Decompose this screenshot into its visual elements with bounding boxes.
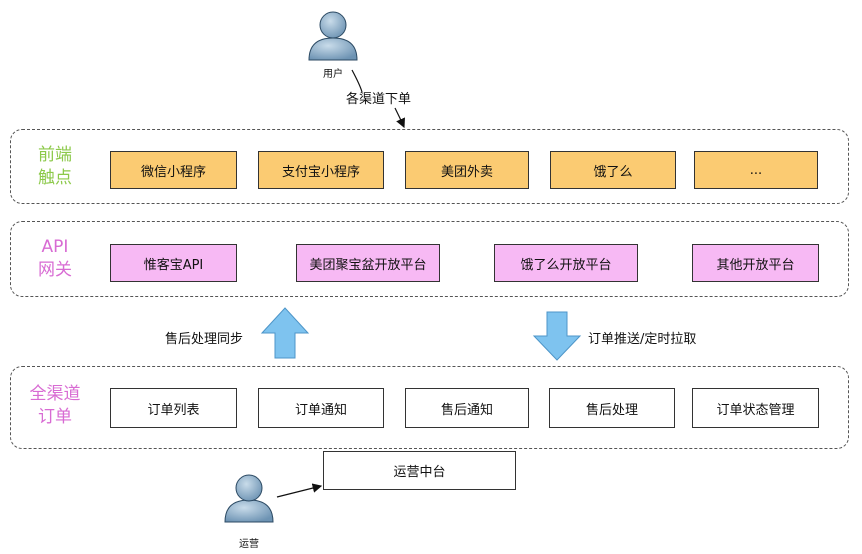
order-label-line1: 全渠道 <box>29 384 81 404</box>
order-label-line2: 订单 <box>38 407 72 427</box>
order-item-notice: 订单通知 <box>258 388 384 428</box>
gateway-label-line1: API <box>41 237 69 257</box>
gateway-item-eleme: 饿了么开放平台 <box>494 244 638 282</box>
frontend-label-line1: 前端 <box>38 145 72 165</box>
order-item-aftersale-handling: 售后处理 <box>549 388 675 428</box>
gateway-item-others: 其他开放平台 <box>692 244 819 282</box>
frontend-label-line2: 触点 <box>38 168 72 188</box>
user-flow-arrow <box>351 69 404 127</box>
gateway-label-line2: 网关 <box>38 260 72 280</box>
order-item-aftersale-notice: 售后通知 <box>405 388 529 428</box>
order-layer: 全渠道 订单 <box>10 366 849 449</box>
gateway-item-meituan: 美团聚宝盆开放平台 <box>296 244 440 282</box>
frontend-layer: 前端 触点 <box>10 129 849 204</box>
frontend-item-alipay: 支付宝小程序 <box>258 151 384 189</box>
frontend-item-eleme: 饿了么 <box>550 151 676 189</box>
gateway-layer-label: API 网关 <box>11 236 99 282</box>
sync-up-arrow <box>260 307 310 359</box>
push-down-arrow <box>532 311 582 361</box>
operator-arrow <box>276 483 323 498</box>
sync-up-caption: 售后处理同步 <box>165 332 244 347</box>
frontend-item-more: ... <box>694 151 818 189</box>
order-item-list: 订单列表 <box>110 388 237 428</box>
frontend-item-meituan: 美团外卖 <box>405 151 529 189</box>
frontend-item-wechat: 微信小程序 <box>110 151 237 189</box>
user-label: 用户 <box>323 69 343 80</box>
frontend-layer-label: 前端 触点 <box>11 144 99 190</box>
operator-person-icon <box>224 474 274 523</box>
gateway-item-weikebao: 惟客宝API <box>110 244 237 282</box>
push-down-caption: 订单推送/定时拉取 <box>588 332 697 347</box>
user-flow-caption: 各渠道下单 <box>346 92 412 107</box>
user-person-icon <box>308 11 358 61</box>
operator-label: 运营 <box>239 539 259 550</box>
order-layer-label: 全渠道 订单 <box>11 383 99 429</box>
ops-platform-box: 运营中台 <box>323 451 516 490</box>
gateway-layer: API 网关 <box>10 221 849 297</box>
order-item-status-management: 订单状态管理 <box>692 388 819 428</box>
